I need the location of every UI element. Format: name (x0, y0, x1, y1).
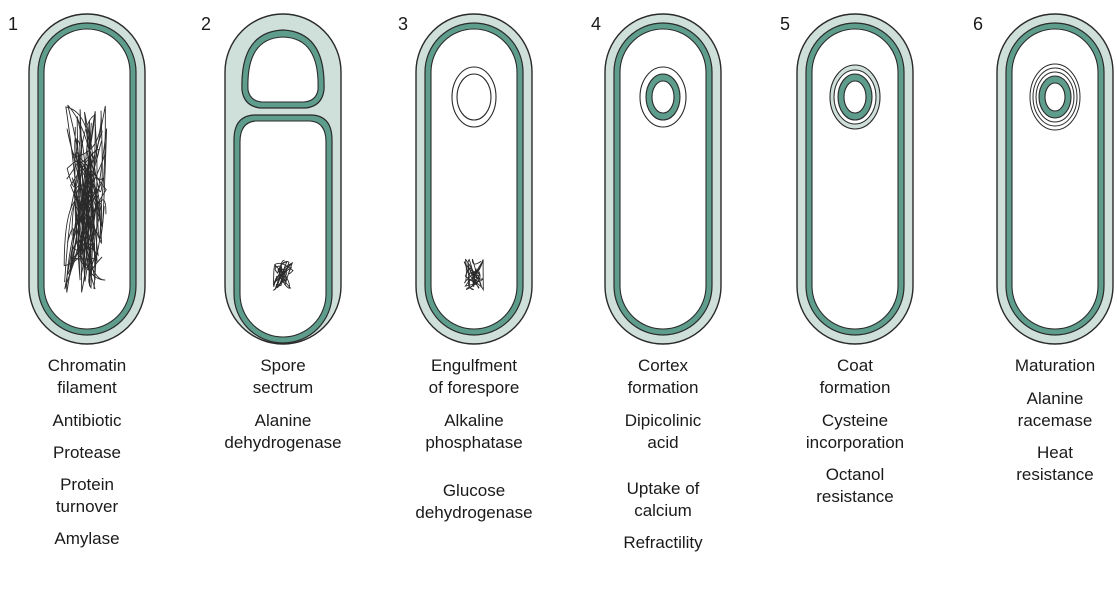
bacterial-cell (0, 10, 182, 350)
mother-cell-cytoplasm (240, 121, 326, 337)
stage-event: Alkaline phosphatase (379, 410, 569, 454)
stage-event: Antibiotic (0, 410, 182, 432)
forespore-layer (652, 81, 674, 113)
stage-event: Alanine racemase (960, 388, 1117, 432)
stage-event: Cysteine incorporation (760, 410, 950, 454)
forespore-layer (844, 81, 866, 113)
stage-title: Chromatin filament (0, 355, 182, 399)
stage-event: Octanol resistance (760, 464, 950, 508)
bacterial-cell (960, 10, 1117, 350)
stage-event: Glucose dehydrogenase (379, 480, 569, 524)
stage-event: Dipicolinic acid (568, 410, 758, 454)
stage-title: Engulfment of forespore (379, 355, 569, 399)
stage-event: Protein turnover (0, 474, 182, 518)
stage-title: Maturation (960, 355, 1117, 377)
stage-title: Coat formation (760, 355, 950, 399)
stage-event: Heat resistance (960, 442, 1117, 486)
stage-event: Refractility (568, 532, 758, 554)
forespore-layer (1045, 83, 1065, 111)
stage-title: Cortex formation (568, 355, 758, 399)
bacterial-cell (760, 10, 950, 350)
stage-event: Protease (0, 442, 182, 464)
stage-event: Amylase (0, 528, 182, 550)
bacterial-cell (188, 10, 378, 350)
bacterial-cell (568, 10, 758, 350)
bacterial-cell (379, 10, 569, 350)
forespore-compartment (248, 37, 318, 102)
stage-event: Alanine dehydrogenase (188, 410, 378, 454)
stage-title: Spore sectrum (188, 355, 378, 399)
stage-event: Uptake of calcium (568, 478, 758, 522)
